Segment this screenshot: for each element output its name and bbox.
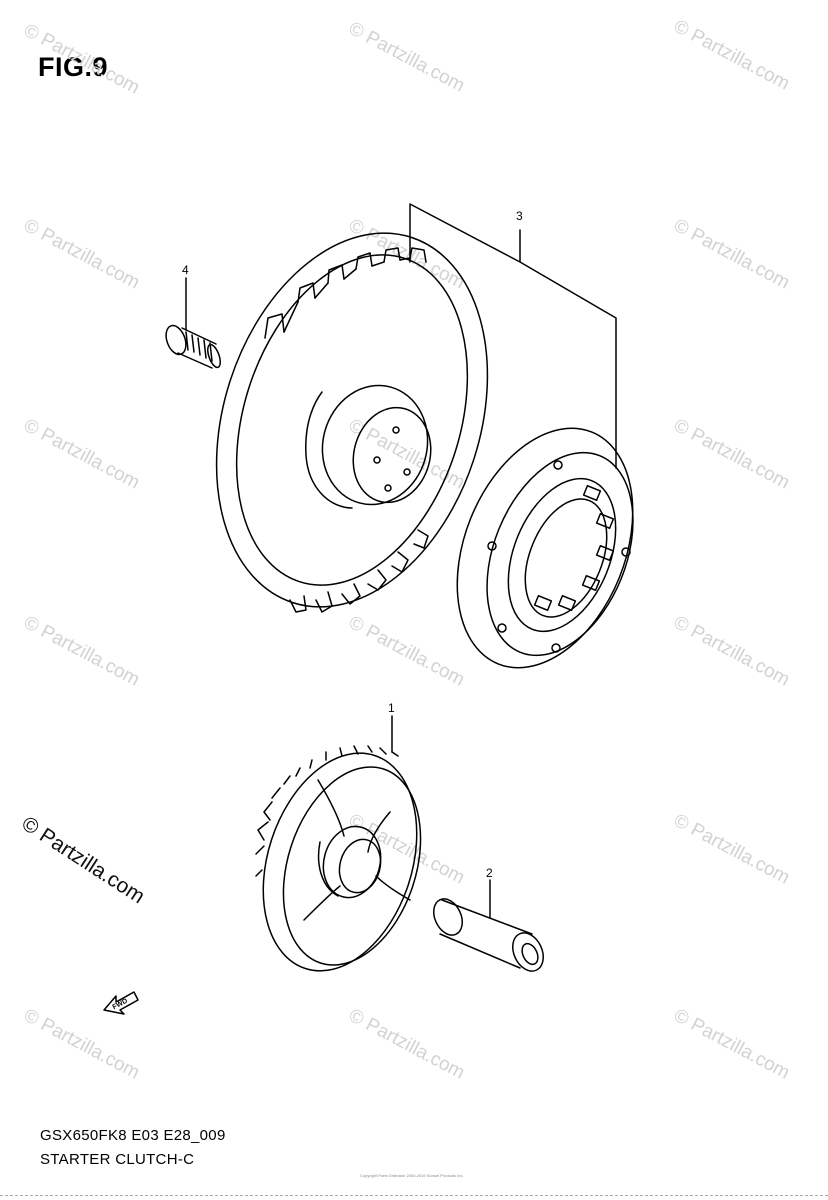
figure-title: FIG.9 (38, 52, 109, 82)
starter-idle-gear (255, 745, 422, 972)
callout-3: 3 (516, 209, 523, 223)
leader-line-3 (409, 203, 617, 469)
callout-2: 2 (486, 866, 493, 880)
idle-gear-shaft (432, 898, 544, 972)
callout-1: 1 (388, 701, 395, 715)
bolt (165, 324, 221, 369)
starter-clutch-gear (215, 232, 489, 613)
model-code: GSX650FK8 E03 E28_009 (40, 1127, 226, 1144)
callout-4: 4 (182, 263, 189, 277)
one-way-clutch (456, 427, 634, 669)
copyright-note: Copyright Parts Ordinator 2004-2019 Suns… (360, 1173, 464, 1178)
forward-direction-arrow (103, 991, 139, 1015)
section-name: STARTER CLUTCH-C (40, 1151, 195, 1168)
page-border (0, 1195, 828, 1196)
